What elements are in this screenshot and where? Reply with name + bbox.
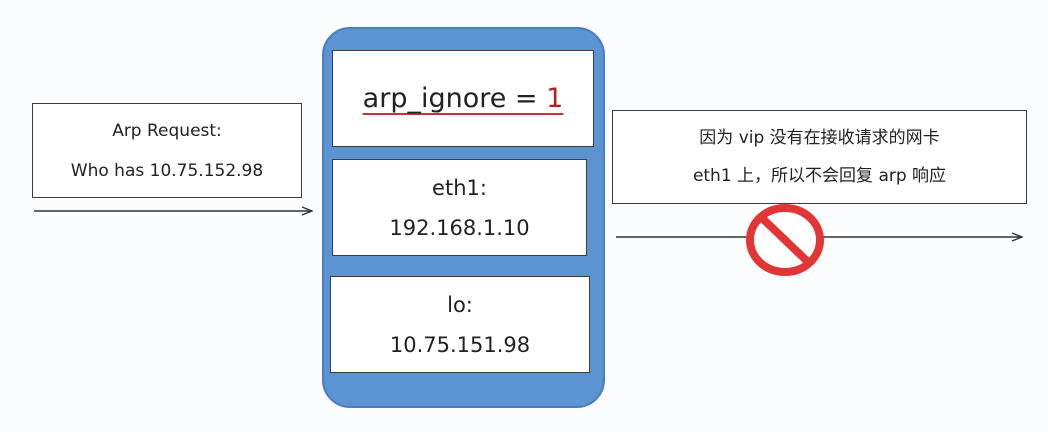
- no-reply-explanation-box: 因为 vip 没有在接收请求的网卡 eth1 上，所以不会回复 arp 响应: [612, 110, 1027, 204]
- arp-request-box: Arp Request: Who has 10.75.152.98: [32, 103, 302, 198]
- eth1-interface-box: eth1: 192.168.1.10: [332, 159, 587, 256]
- arp-ignore-value: 1: [546, 83, 564, 114]
- eth1-ip: 192.168.1.10: [389, 215, 530, 240]
- lo-interface-box: lo: 10.75.151.98: [330, 276, 590, 373]
- arp-ignore-setting: arp_ignore = 1: [363, 83, 564, 114]
- explanation-line-2: eth1 上，所以不会回复 arp 响应: [692, 166, 947, 186]
- arp-ignore-setting-box: arp_ignore = 1: [332, 50, 594, 147]
- explanation-line-1: 因为 vip 没有在接收请求的网卡: [699, 128, 940, 148]
- lo-name: lo:: [447, 292, 473, 317]
- eth1-name: eth1:: [432, 175, 487, 200]
- lo-ip: 10.75.151.98: [389, 332, 531, 357]
- arp-request-title: Arp Request:: [112, 120, 222, 141]
- arp-request-target: Who has 10.75.152.98: [70, 160, 264, 181]
- arp-ignore-label: arp_ignore =: [362, 83, 547, 114]
- no-entry-icon: [746, 204, 824, 276]
